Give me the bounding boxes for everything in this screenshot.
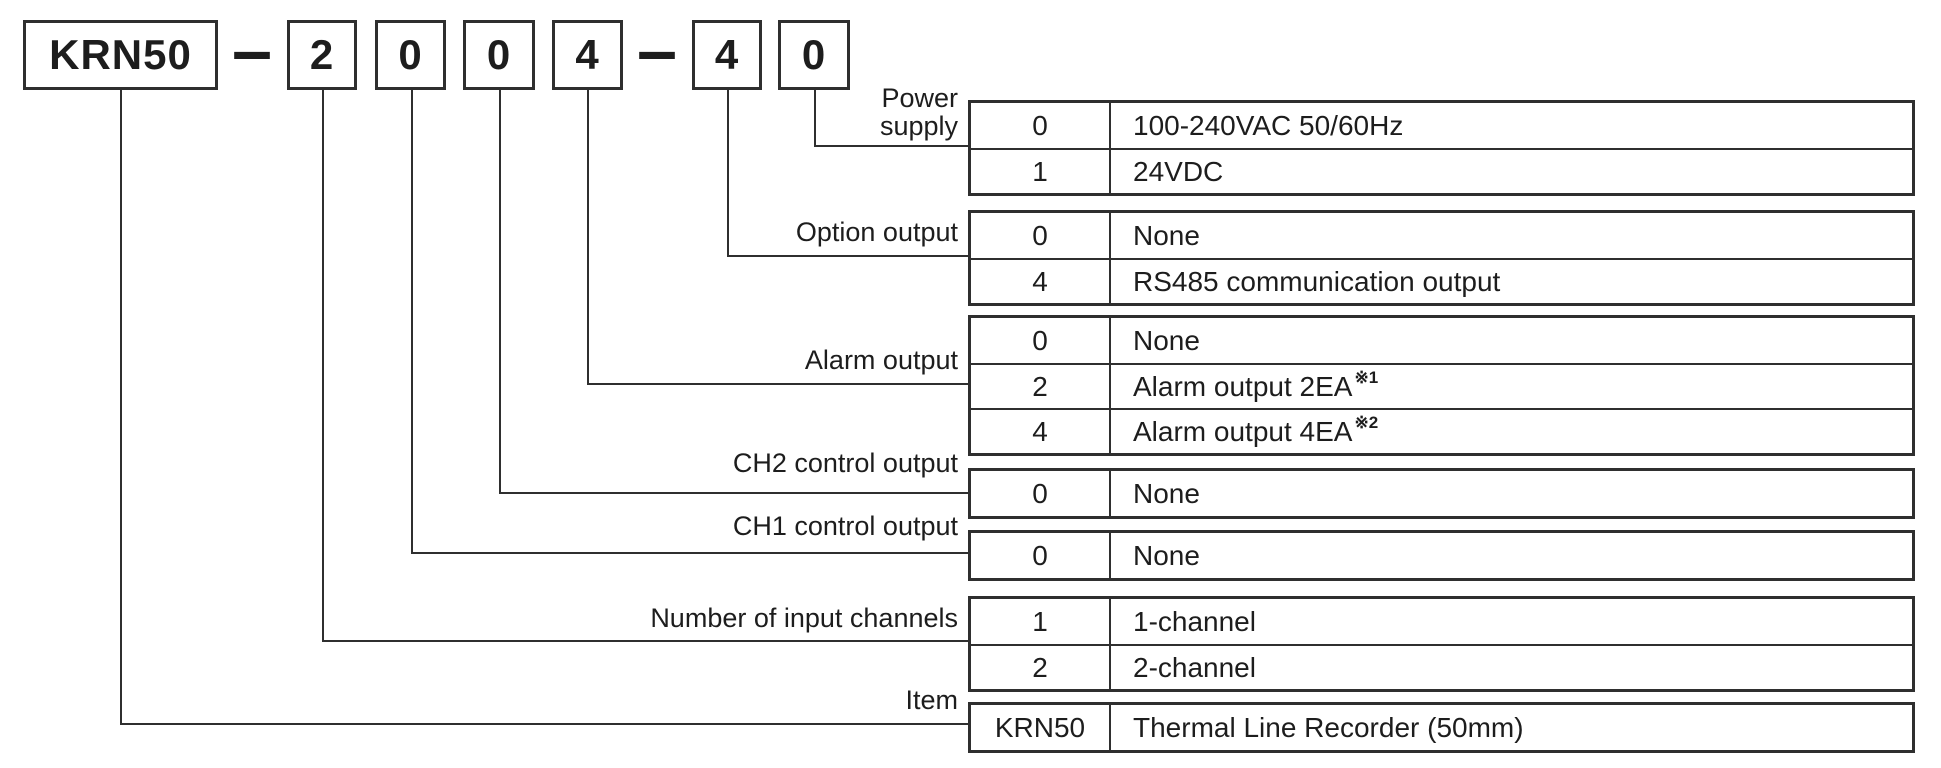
desc-cell: 2-channel xyxy=(1111,644,1912,689)
desc-cell: None xyxy=(1111,318,1912,363)
code-box-item: KRN50 xyxy=(23,20,218,90)
code-box-digit-3: 0 xyxy=(463,20,535,90)
desc-text: None xyxy=(1133,477,1200,509)
desc-cell: 1-channel xyxy=(1111,599,1912,644)
desc-text: 100-240VAC 50/60Hz xyxy=(1133,109,1404,141)
connector-input-channels xyxy=(322,90,970,642)
code-separator-1: – xyxy=(232,11,273,91)
connector-item xyxy=(120,90,970,725)
desc-cell: Thermal Line Recorder (50mm) xyxy=(1111,705,1912,750)
table-ch2-control-output: 0 None xyxy=(968,468,1915,519)
code-box-digit-2: 0 xyxy=(375,20,446,90)
desc-cell: Alarm output 4EA※2 xyxy=(1111,408,1912,453)
code-cell: 0 xyxy=(971,318,1111,363)
label-option-output: Option output xyxy=(795,217,958,247)
desc-text: 2-channel xyxy=(1133,651,1256,683)
desc-cell: RS485 communication output xyxy=(1111,258,1912,303)
code-cell: 4 xyxy=(971,258,1111,303)
footnote-marker: ※1 xyxy=(1354,367,1379,387)
label-input-channels: Number of input channels xyxy=(650,603,958,633)
desc-text: None xyxy=(1133,219,1200,251)
connector-power-supply xyxy=(814,90,970,147)
code-cell: 1 xyxy=(971,148,1111,193)
code-box-digit-6-text: 0 xyxy=(801,31,827,78)
code-cell: 0 xyxy=(971,103,1111,148)
code-box-digit-6: 0 xyxy=(778,20,850,90)
desc-cell: None xyxy=(1111,471,1912,516)
code-cell: 0 xyxy=(971,471,1111,516)
connector-alarm-output xyxy=(587,90,970,385)
table-item: KRN50 Thermal Line Recorder (50mm) xyxy=(968,702,1915,753)
code-box-digit-4-text: 4 xyxy=(575,31,600,78)
label-item: Item xyxy=(905,685,958,715)
footnote-marker: ※2 xyxy=(1354,412,1379,432)
table-option-output: 0 None 4 RS485 communication output xyxy=(968,210,1915,306)
code-box-item-text: KRN50 xyxy=(49,31,192,78)
desc-text: Alarm output 2EA xyxy=(1133,370,1353,402)
code-box-digit-2-text: 0 xyxy=(398,31,423,78)
code-cell: 0 xyxy=(971,533,1111,578)
connector-option-output xyxy=(727,90,970,257)
code-box-digit-3-text: 0 xyxy=(486,31,512,78)
table-ch1-control-output: 0 None xyxy=(968,530,1915,581)
label-power-supply: Power supply xyxy=(879,83,958,142)
code-box-digit-1-text: 2 xyxy=(309,31,335,78)
desc-text: 24VDC xyxy=(1133,155,1224,187)
desc-text: None xyxy=(1133,539,1200,571)
code-cell: 4 xyxy=(971,408,1111,453)
code-box-digit-1: 2 xyxy=(287,20,357,90)
desc-text: 1-channel xyxy=(1133,605,1256,637)
code-box-digit-5: 4 xyxy=(692,20,762,90)
connector-ch1-control-output xyxy=(411,90,970,554)
connector-ch2-control-output xyxy=(499,90,970,494)
code-box-digit-5-text: 4 xyxy=(714,31,740,78)
code-cell: 0 xyxy=(971,213,1111,258)
desc-cell: 100-240VAC 50/60Hz xyxy=(1111,103,1912,148)
desc-text: None xyxy=(1133,324,1200,356)
code-cell: KRN50 xyxy=(971,705,1111,750)
code-cell: 2 xyxy=(971,644,1111,689)
desc-text: Thermal Line Recorder (50mm) xyxy=(1133,711,1524,743)
table-input-channels: 1 1-channel 2 2-channel xyxy=(968,596,1915,692)
label-alarm-output: Alarm output xyxy=(804,345,958,375)
code-separator-2: – xyxy=(637,11,678,91)
desc-text: Alarm output 4EA xyxy=(1133,415,1353,447)
code-box-digit-4: 4 xyxy=(552,20,623,90)
label-ch2-control-output: CH2 control output xyxy=(732,448,958,478)
table-power-supply: 0 100-240VAC 50/60Hz 1 24VDC xyxy=(968,100,1915,196)
code-cell: 2 xyxy=(971,363,1111,408)
desc-cell: None xyxy=(1111,213,1912,258)
desc-cell: Alarm output 2EA※1 xyxy=(1111,363,1912,408)
label-ch1-control-output: CH1 control output xyxy=(732,511,958,541)
code-cell: 1 xyxy=(971,599,1111,644)
desc-cell: 24VDC xyxy=(1111,148,1912,193)
desc-cell: None xyxy=(1111,533,1912,578)
desc-text: RS485 communication output xyxy=(1133,265,1501,297)
table-alarm-output: 0 None 2 Alarm output 2EA※1 4 Alarm outp… xyxy=(968,315,1915,456)
